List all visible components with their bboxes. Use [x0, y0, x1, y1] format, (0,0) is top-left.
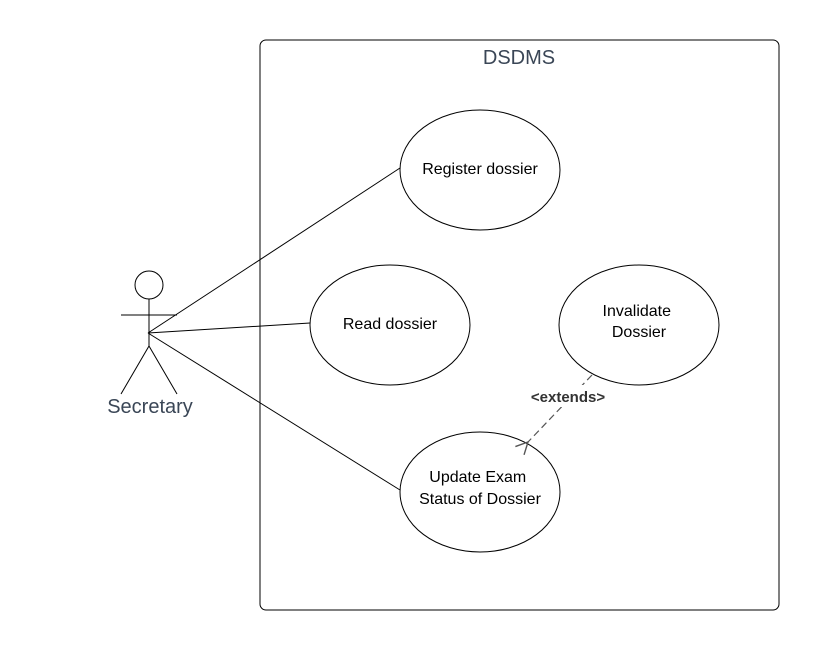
use-case-label: Register dossier	[422, 161, 538, 178]
use-case-label-line: Status of Dossier	[419, 491, 542, 508]
system-title: DSDMS	[483, 47, 555, 69]
use-case-label-line: Read dossier	[343, 316, 438, 333]
use-case-label-line: Dossier	[612, 324, 667, 341]
use-case-ellipse	[399, 109, 561, 231]
actor-secretary	[120, 270, 178, 395]
actor-left-leg	[120, 345, 150, 395]
association-register	[147, 167, 401, 334]
use-case-read-dossier[interactable]: Read dossier	[309, 264, 471, 386]
actor-label: Secretary	[107, 396, 193, 418]
use-case-label-line: Update Exam	[429, 469, 526, 486]
association-read	[147, 322, 311, 334]
actor-right-leg	[148, 345, 178, 395]
use-case-ellipse	[399, 431, 561, 553]
use-case-update-exam-status[interactable]: Update Exam Status of Dossier	[399, 431, 561, 553]
use-case-ellipse	[309, 264, 471, 386]
extend-label: <extends>	[531, 389, 605, 406]
use-case-label-line: Register dossier	[422, 161, 538, 178]
use-case-label: Invalidate Dossier	[603, 303, 676, 341]
system-boundary	[259, 39, 780, 611]
use-case-label: Update Exam Status of Dossier	[419, 469, 542, 508]
association-update	[147, 332, 401, 491]
use-case-ellipse	[558, 264, 720, 386]
use-case-label: Read dossier	[343, 316, 438, 333]
use-case-invalidate-dossier[interactable]: Invalidate Dossier	[558, 264, 720, 386]
use-case-label-line: Invalidate	[603, 303, 672, 320]
use-case-register-dossier[interactable]: Register dossier	[399, 109, 561, 231]
extend-label-background	[522, 385, 614, 407]
actor-head	[134, 270, 164, 300]
